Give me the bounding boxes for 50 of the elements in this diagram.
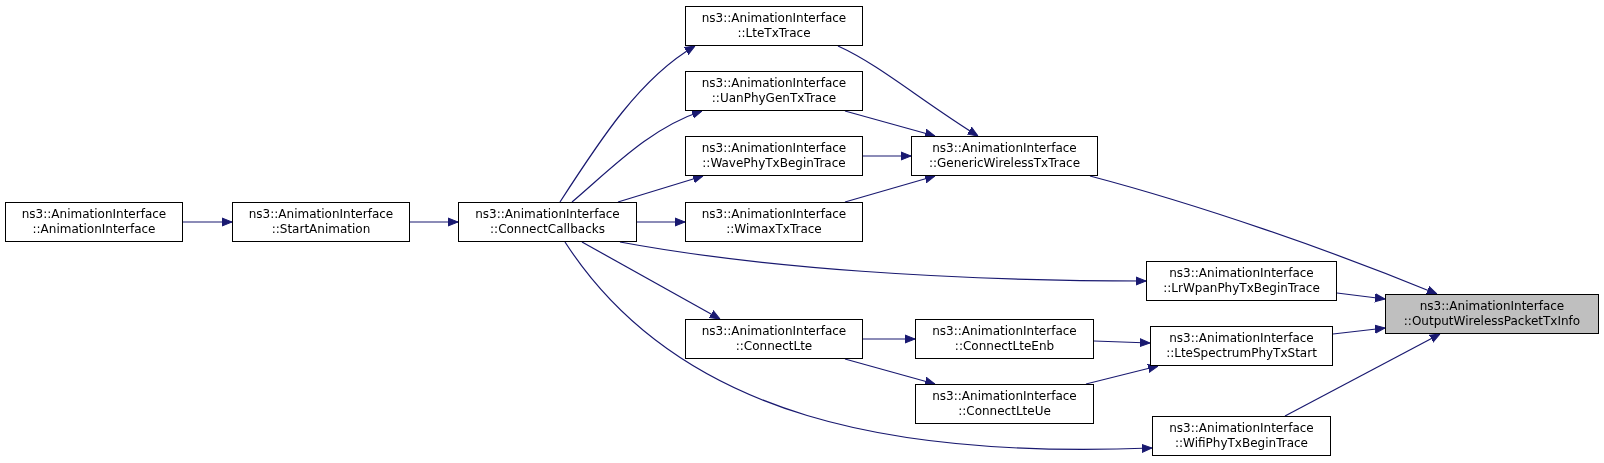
arrow (636, 217, 686, 227)
function-box (685, 6, 863, 46)
arrow (617, 174, 704, 203)
function-name: ns3::AnimationInterface ::LteSpectrumPhyTxStart (1165, 331, 1318, 361)
function-box (232, 202, 410, 242)
arrow (1089, 175, 1438, 295)
arrow (559, 45, 696, 203)
function-box (458, 202, 637, 242)
arrow (862, 334, 916, 344)
function-name: ns3::AnimationInterface ::LrWpanPhyTxBeginTrace (1162, 266, 1321, 296)
arrow (1093, 338, 1151, 348)
arrow (844, 358, 936, 386)
function-box (911, 136, 1098, 176)
arrow (1284, 333, 1441, 417)
function-box (1152, 416, 1331, 456)
function-box (685, 319, 863, 359)
function-box (685, 71, 863, 111)
function-name: ns3::AnimationInterface ::WimaxTxTrace (700, 207, 848, 237)
function-name: ns3::AnimationInterface ::ConnectCallbacks (474, 207, 621, 237)
arrow (564, 241, 1153, 453)
highlighted-function-box (1385, 294, 1599, 334)
function-name: ns3::AnimationInterface ::StartAnimation (247, 207, 395, 237)
function-box (1150, 326, 1333, 366)
arrow (1332, 324, 1386, 335)
function-name: ns3::AnimationInterface ::WavePhyTxBeginTrace (700, 141, 848, 171)
arrow (1085, 364, 1159, 385)
function-box (685, 136, 863, 176)
function-name: ns3::AnimationInterface ::ConnectLteEnb (931, 324, 1078, 354)
arrow (182, 217, 233, 227)
function-box (685, 202, 863, 242)
function-name: ns3::AnimationInterface ::WifiPhyTxBeginTrace (1168, 421, 1315, 451)
function-box (1146, 261, 1337, 301)
function-name: ns3::AnimationInterface ::GenericWirelessTxTrace (927, 141, 1082, 171)
arrow (571, 110, 703, 203)
function-box (915, 319, 1094, 359)
arrow (1336, 292, 1386, 303)
function-box (915, 384, 1094, 424)
function-name: ns3::AnimationInterface ::ConnectLte (700, 324, 848, 354)
function-name: ns3::AnimationInterface ::AnimationInterface (20, 207, 168, 237)
function-name: ns3::AnimationInterface ::OutputWirelessPacketTxInfo (1402, 299, 1582, 329)
arrow (581, 241, 721, 320)
function-box (5, 202, 183, 242)
function-name: ns3::AnimationInterface ::ConnectLteUe (931, 389, 1078, 419)
arrow (837, 45, 979, 137)
arrow (409, 217, 459, 227)
function-name: ns3::AnimationInterface ::LteTxTrace (700, 11, 848, 41)
function-name: ns3::AnimationInterface ::UanPhyGenTxTrace (700, 76, 848, 106)
arrow (844, 174, 936, 203)
arrow (844, 110, 936, 138)
arrow (862, 151, 912, 161)
